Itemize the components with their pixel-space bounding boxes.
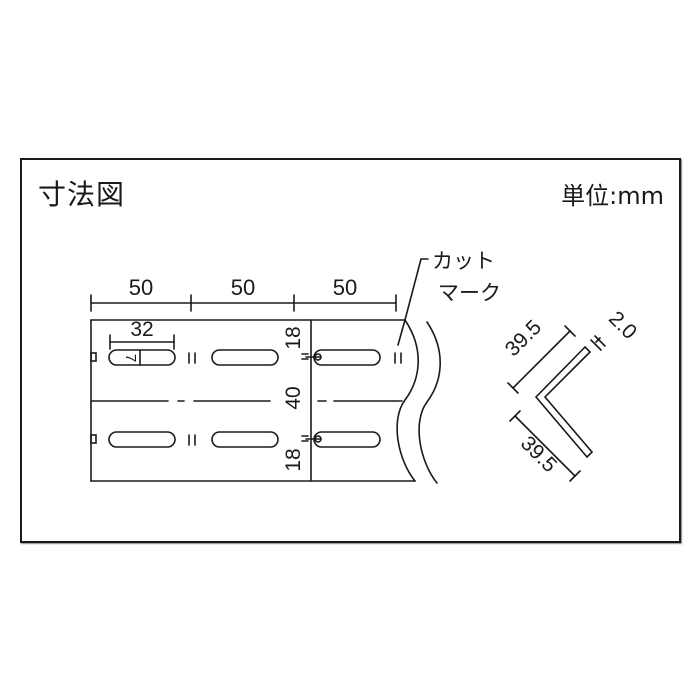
unit-label: 単位:mm	[561, 182, 664, 210]
cut-mark-leader	[397, 258, 429, 346]
slot-width-label: 7	[122, 354, 139, 362]
slots-bottom-row	[90, 431, 381, 448]
edge-to-slot-top-label: 18	[282, 326, 305, 349]
cut-mark-label-line1: カット	[432, 249, 495, 273]
slot-length-dimension	[109, 334, 175, 350]
angle-section	[507, 325, 606, 482]
slot-spacing-label: 40	[282, 386, 305, 409]
cut-mark-label-line2: マーク	[438, 281, 501, 305]
pitch-label-1: 50	[129, 275, 153, 300]
drawing-title: 寸法図	[38, 178, 126, 211]
pitch-label-3: 50	[333, 275, 357, 300]
slot-length-label: 32	[130, 318, 153, 341]
pitch-label-2: 50	[231, 275, 255, 300]
leg-a-label: 39.5	[501, 316, 546, 361]
pitch-dimension-line	[90, 294, 397, 312]
thickness-label: 2.0	[604, 307, 641, 344]
plate-outline	[90, 319, 441, 484]
vertical-dimension-marks	[301, 353, 322, 443]
edge-to-slot-bottom-label: 18	[282, 448, 305, 471]
leg-b-label: 39.5	[516, 432, 561, 477]
